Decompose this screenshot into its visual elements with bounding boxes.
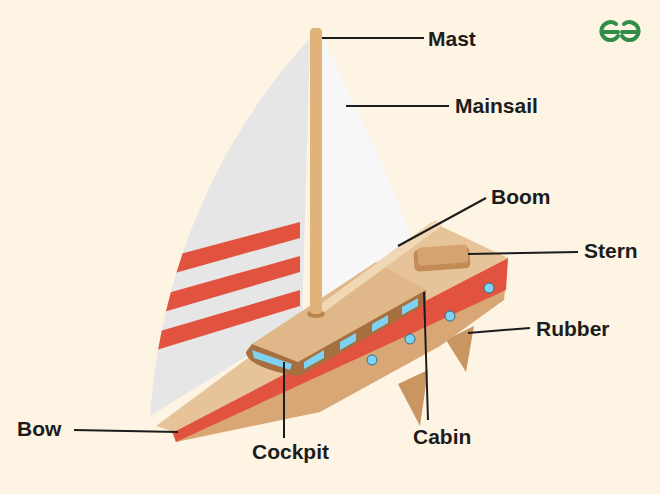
leader-line <box>398 198 486 246</box>
porthole <box>484 283 494 293</box>
deck <box>156 222 508 432</box>
stern-hatch-top <box>417 244 468 265</box>
porthole <box>367 355 377 365</box>
part-label: Mainsail <box>455 94 538 118</box>
logo-left <box>601 22 618 40</box>
part-label: Cabin <box>413 425 471 449</box>
leader-line <box>346 105 449 107</box>
leader-line <box>74 430 178 432</box>
keel <box>398 370 428 426</box>
cabin-window <box>304 350 324 369</box>
porthole <box>445 311 455 321</box>
hull-stripe <box>172 258 508 442</box>
part-label: Boom <box>491 185 551 209</box>
part-label: Bow <box>17 417 61 441</box>
part-label: Mast <box>428 27 476 51</box>
logo-right <box>622 22 639 40</box>
leader-line <box>322 37 424 39</box>
logo-mark <box>601 22 638 40</box>
leader-line <box>424 292 428 420</box>
hull-side <box>172 258 508 442</box>
cabin-window <box>372 315 388 332</box>
leader-line <box>468 328 530 333</box>
leader-line <box>283 362 285 438</box>
mast <box>310 28 322 314</box>
porthole <box>405 334 415 344</box>
part-label: Stern <box>584 239 638 263</box>
cabin-window <box>252 350 292 370</box>
part-label: Rubber <box>536 317 610 341</box>
cabin-window <box>402 298 418 315</box>
cabin-window <box>340 333 356 350</box>
part-label: Cockpit <box>252 440 329 464</box>
leader-lines <box>74 38 578 438</box>
leader-line <box>468 252 578 254</box>
